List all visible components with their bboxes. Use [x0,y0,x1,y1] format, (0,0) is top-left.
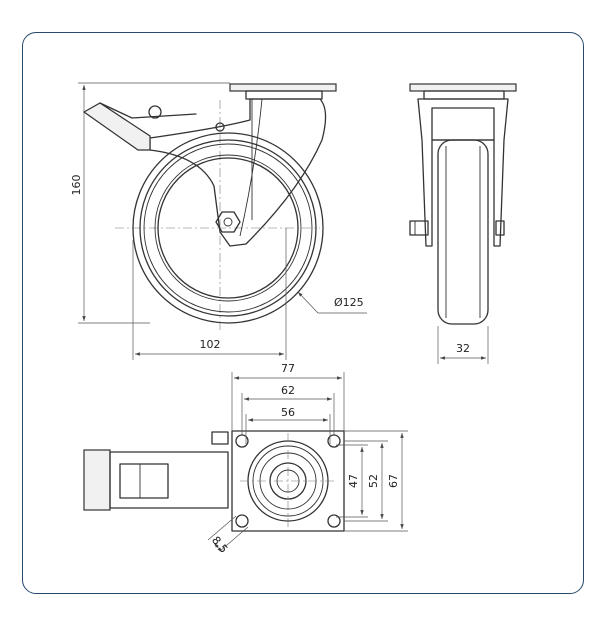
wheel-outer [132,132,324,324]
dim-wheel-diameter: Ø125 [334,296,364,309]
wheel-tread [139,139,317,317]
dim-plate-mid: 62 [281,384,295,397]
dim-wheel-width: 32 [456,342,470,355]
brake-pedal-top [83,449,111,511]
wheel-rim [157,157,299,299]
top-plate-front [409,83,517,92]
axle-left [409,220,429,236]
brake-lever [82,102,151,151]
drawing-frame [22,32,584,594]
dim-height: 160 [70,175,83,196]
fork-side [149,98,327,247]
dim-plate-h-outer: 67 [387,474,400,488]
top-view: 77 62 56 47 52 67 8.5 [83,362,408,556]
top-plate [229,83,337,92]
axle-nut [215,211,241,233]
dim-width: 102 [200,338,221,351]
dim-plate-outer: 77 [281,362,295,375]
axle-right [495,220,505,236]
mount-plate [231,430,345,532]
dim-plate-inner: 56 [281,406,295,419]
wheel-front [437,139,489,325]
front-view: 32 [409,83,517,364]
brake-pivot [215,122,225,132]
dim-plate-h-inner: 47 [347,474,360,488]
dim-plate-h-mid: 52 [367,474,380,488]
dim-hole: 8.5 [209,534,230,556]
side-view: 160 102 Ø125 [70,82,367,360]
